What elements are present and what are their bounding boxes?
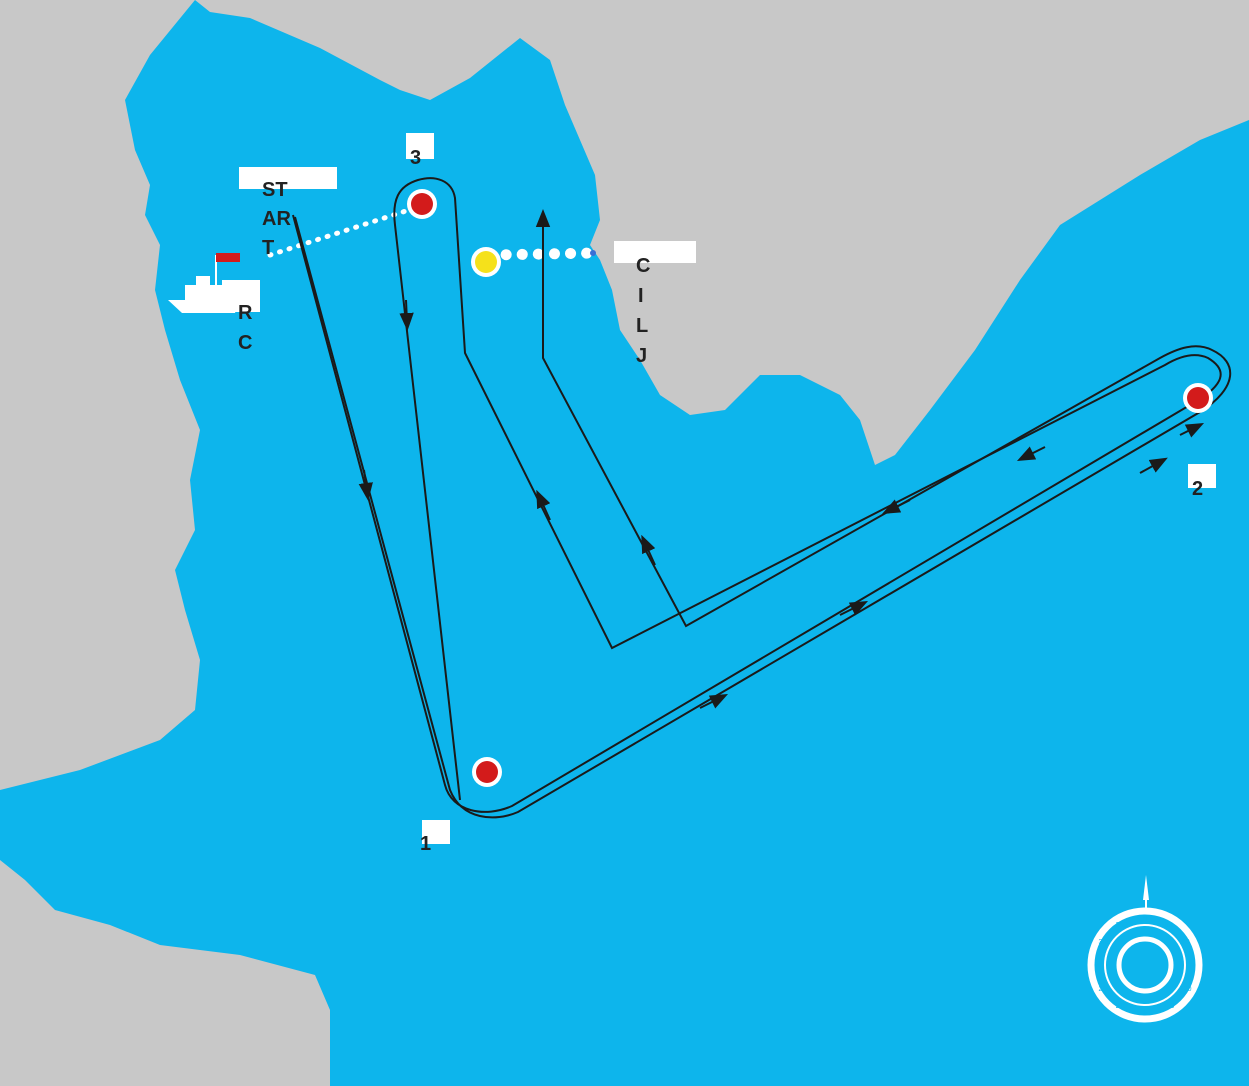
mark-1[interactable] (472, 757, 502, 787)
start-label-box (239, 167, 337, 189)
land-southwest-shore (0, 860, 330, 1086)
course-arrows (358, 209, 1205, 709)
mark-3[interactable] (407, 189, 437, 219)
arrow-return-2 (881, 499, 911, 515)
mark-1-label-box (422, 820, 450, 844)
course-route (292, 177, 1231, 819)
finish-label-line-1: C (636, 255, 650, 277)
arrow-up-leg-a (536, 489, 551, 521)
committee-boat-label-line-2: C (238, 332, 252, 354)
compass-ring-label: 30 (1165, 922, 1173, 929)
finish-line-end-dot (590, 250, 596, 256)
start-label-line-1: ST (262, 179, 288, 201)
compass-ring-label: W (1095, 963, 1102, 970)
arrow-reach-3 (1139, 457, 1168, 474)
compass-ring-label: 300 (1098, 939, 1110, 946)
leg-start-to-mark-1 (292, 177, 1222, 813)
committee-boat-label-box (222, 280, 260, 312)
compass-ring-label: N (1142, 916, 1147, 923)
mark-3-label-box (406, 133, 434, 159)
leg-inner-offset (294, 216, 1231, 819)
committee-boat-label-line-1: R (238, 302, 253, 324)
finish-buoy[interactable] (471, 247, 501, 277)
mark-2-label-box (1188, 464, 1216, 488)
arrow-reach-2 (839, 600, 869, 616)
compass-ring-label: 150 (1163, 1003, 1175, 1010)
mark-3-label: 3 (410, 147, 421, 169)
compass-ring-label: 60 (1182, 939, 1190, 946)
start-label-line-2: AR (262, 208, 291, 230)
compass-ring-label: 210 (1116, 1003, 1128, 1010)
arrow-up-leg-b (641, 534, 656, 566)
land-west-shore (0, 0, 200, 790)
compass-ring-label: 330 (1116, 922, 1128, 929)
finish-label-box (614, 241, 696, 263)
compass-ring-label: 120 (1180, 986, 1192, 993)
finish-label-line-3: L (636, 315, 648, 337)
land-north-shore (195, 0, 1249, 465)
start-label-line-3: T (262, 237, 274, 259)
arrow-down-leg-3 (399, 299, 414, 331)
arrow-return-1 (1016, 446, 1046, 462)
finish-label-line-2: I (638, 285, 644, 307)
compass-ring-label: 240 (1098, 986, 1110, 993)
finish-label-line-4: J (636, 345, 647, 367)
mark-2[interactable] (1183, 383, 1213, 413)
arrow-down-leg-1 (358, 469, 373, 501)
mark-1-label: 1 (420, 833, 431, 855)
mark-2-label: 2 (1192, 478, 1203, 500)
compass-ring-label: S (1143, 1010, 1148, 1017)
arrow-reach-4 (1179, 422, 1205, 438)
compass-ring-label: E (1190, 963, 1195, 970)
arrow-reach-1 (699, 693, 729, 709)
